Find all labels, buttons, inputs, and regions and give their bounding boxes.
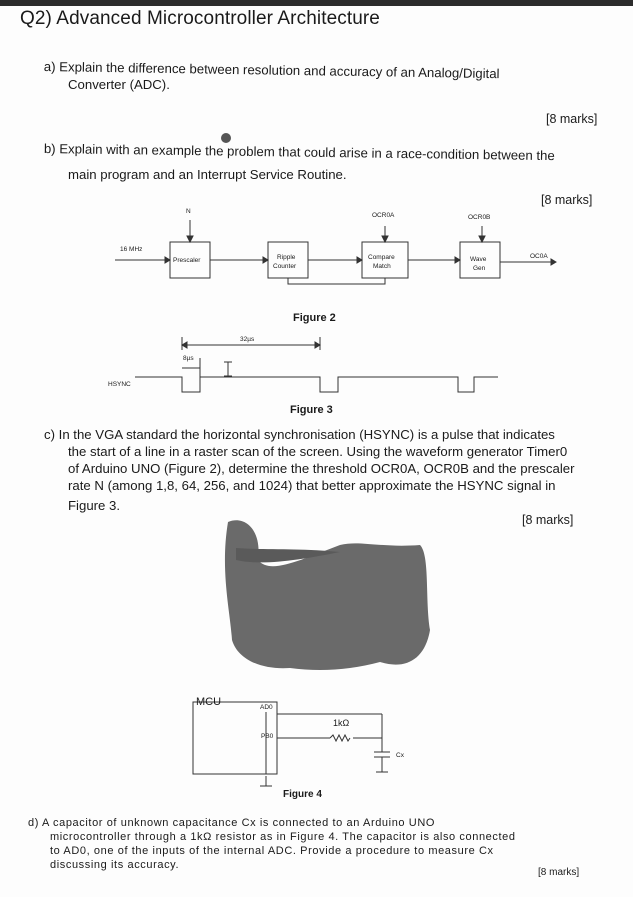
- label-prescaler: Prescaler: [173, 257, 201, 264]
- part-c-line-1: c) In the VGA standard the horizontal sy…: [44, 427, 555, 442]
- part-b-marks: [8 marks]: [541, 193, 593, 207]
- label-wave-2: Gen: [473, 265, 486, 272]
- resistor-label: 1kΩ: [333, 718, 350, 728]
- label-oc0a-output: OC0A: [530, 253, 548, 260]
- part-a-marks: [8 marks]: [546, 112, 598, 126]
- part-c-line-2: the start of a line in a raster scan of …: [68, 444, 568, 459]
- label-compare-2: Match: [373, 263, 391, 270]
- camera-dot: [221, 133, 231, 143]
- label-n: N: [186, 208, 191, 215]
- label-clock: 16 MHz: [120, 246, 143, 253]
- wave-gen-box: [459, 241, 501, 279]
- part-d-line-1: d) A capacitor of unknown capacitance Cx…: [28, 817, 436, 829]
- figure-2-caption: Figure 2: [293, 312, 336, 324]
- pb0-label: PB0: [261, 733, 274, 740]
- label-ocr0a-input: OCR0A: [372, 212, 395, 219]
- label-ripple-1: Ripple: [277, 254, 296, 261]
- label-ripple-2: Counter: [273, 263, 297, 270]
- part-c-line-3: of Arduino UNO (Figure 2), determine the…: [68, 461, 575, 476]
- mcu-label: MCU: [196, 696, 222, 708]
- label-compare-1: Compare: [368, 254, 395, 261]
- hsync-signal: [135, 376, 498, 393]
- part-c-line-5: Figure 3.: [68, 498, 121, 513]
- capacitor-label: Cx: [396, 752, 404, 759]
- part-d-line-3: to AD0, one of the inputs of the interna…: [50, 845, 494, 857]
- part-d-marks: [8 marks]: [538, 867, 580, 878]
- part-d-line-2: microcontroller through a 1kΩ resistor a…: [50, 831, 516, 843]
- part-c-line-4: rate N (among 1,8, 64, 256, and 1024) th…: [68, 478, 556, 493]
- pulse-width-label: 8µs: [183, 355, 194, 362]
- part-d-line-4: discussing its accuracy.: [50, 859, 180, 871]
- hsync-label: HSYNC: [108, 381, 131, 388]
- part-b-line-2: main program and an Interrupt Service Ro…: [68, 167, 347, 182]
- figure-4-caption: Figure 4: [283, 789, 322, 800]
- part-a-line-2: Converter (ADC).: [68, 77, 170, 92]
- question-title: Q2) Advanced Microcontroller Architectur…: [20, 8, 380, 29]
- figure-3-caption: Figure 3: [290, 404, 333, 416]
- label-wave-1: Wave: [470, 256, 487, 263]
- label-ocr0b-input: OCR0B: [468, 214, 491, 221]
- photo-edge-shadow: [0, 0, 633, 6]
- resistor-zigzag: [329, 733, 351, 743]
- part-c-marks: [8 marks]: [522, 513, 574, 527]
- ad0-label: AD0: [260, 704, 273, 711]
- clock-arrow: [164, 256, 171, 264]
- period-label: 32µs: [240, 336, 255, 343]
